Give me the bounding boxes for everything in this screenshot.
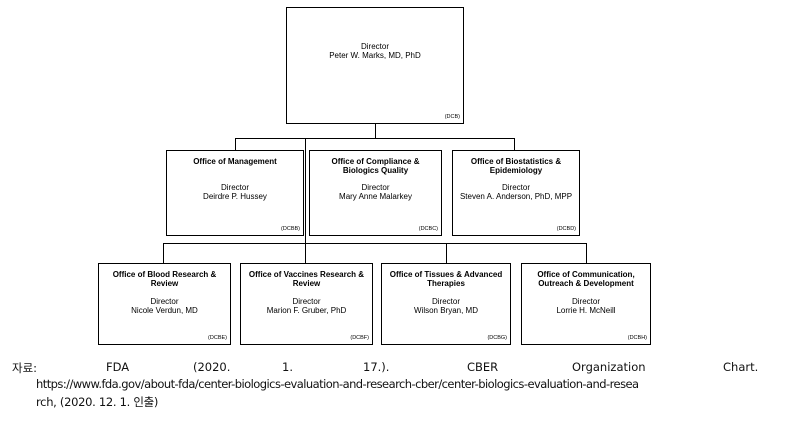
org-box-office-of-biostatistics: Office of Biostatistics & Epidemiology D… — [452, 150, 580, 236]
source-url-line: https://www.fda.gov/about-fda/center-bio… — [36, 377, 639, 391]
source-word-chart: Chart. — [723, 360, 759, 374]
org-box-office-of-blood-research: Office of Blood Research & Review Direct… — [98, 263, 231, 345]
box-title: Office of Management — [193, 157, 277, 166]
box-role: Director — [431, 297, 460, 306]
connector-row2-drop-2 — [305, 243, 306, 263]
box-role: Director — [150, 297, 179, 306]
box-code: (DCBD) — [556, 226, 576, 232]
connector-row2-drop-4 — [586, 243, 587, 263]
box-title: Office of Blood Research & Review — [112, 270, 217, 288]
source-word-organization: Organization — [572, 360, 646, 374]
box-code: (DCB) — [444, 114, 460, 120]
source-word-day: 17.). — [363, 360, 390, 374]
box-name: Deirdre P. Hussey — [203, 192, 267, 201]
source-label: 자료: — [12, 361, 38, 375]
connector-row1-horizontal — [235, 138, 515, 139]
connector-row1-drop-right — [514, 138, 515, 150]
org-box-office-of-compliance: Office of Compliance & Biologics Quality… — [309, 150, 442, 236]
box-name: Steven A. Anderson, PhD, MPP — [459, 192, 573, 201]
connector-row2-drop-3 — [446, 243, 447, 263]
box-role: Director — [292, 297, 321, 306]
box-name: Marion F. Gruber, PhD — [266, 306, 347, 315]
source-url-continuation: rch, (2020. 12. 1. 인출) — [36, 395, 159, 409]
box-title: Office of Compliance & Biologics Quality — [331, 157, 420, 175]
box-title: Office of Tissues & Advanced Therapies — [389, 270, 503, 288]
box-title: Office of Biostatistics & Epidemiology — [470, 157, 562, 175]
box-code: (DCBE) — [208, 335, 227, 341]
box-name: Wilson Bryan, MD — [413, 306, 478, 315]
box-name: Peter W. Marks, MD, PhD — [329, 51, 421, 60]
box-code: (DCBG) — [487, 335, 507, 341]
org-box-office-of-management: Office of Management Director Deirdre P.… — [166, 150, 304, 236]
box-role: Director — [501, 183, 530, 192]
source-word-month: 1. — [282, 360, 293, 374]
source-word-year: (2020. — [193, 360, 231, 374]
box-name: Mary Anne Malarkey — [339, 192, 412, 201]
connector-row1-drop-left — [235, 138, 236, 150]
org-box-director: Director Peter W. Marks, MD, PhD (DCB) — [286, 7, 464, 124]
box-code: (DCBB) — [281, 226, 300, 232]
org-box-office-of-vaccines: Office of Vaccines Research & Review Dir… — [240, 263, 373, 345]
box-role: Director — [360, 42, 389, 51]
box-name: Lorrie H. McNeill — [556, 306, 616, 315]
box-role: Director — [220, 183, 249, 192]
box-name: Nicole Verdun, MD — [131, 306, 198, 315]
connector-row2-drop-1 — [163, 243, 164, 263]
connector-row2-horizontal — [163, 243, 586, 244]
box-code: (DCBC) — [418, 226, 438, 232]
connector-trunk-vertical — [305, 138, 306, 243]
box-title: Office of Vaccines Research & Review — [248, 270, 365, 288]
source-word-fda: FDA — [106, 360, 130, 374]
org-box-office-of-communication: Office of Communication, Outreach & Deve… — [521, 263, 651, 345]
box-code: (DCBF) — [350, 335, 369, 341]
org-box-office-of-tissues: Office of Tissues & Advanced Therapies D… — [381, 263, 511, 345]
box-title: Office of Communication, Outreach & Deve… — [537, 270, 635, 288]
box-role: Director — [361, 183, 390, 192]
source-word-cber: CBER — [467, 360, 499, 374]
connector-top-vertical — [375, 124, 376, 138]
box-role: Director — [571, 297, 600, 306]
box-code: (DCBH) — [627, 335, 647, 341]
